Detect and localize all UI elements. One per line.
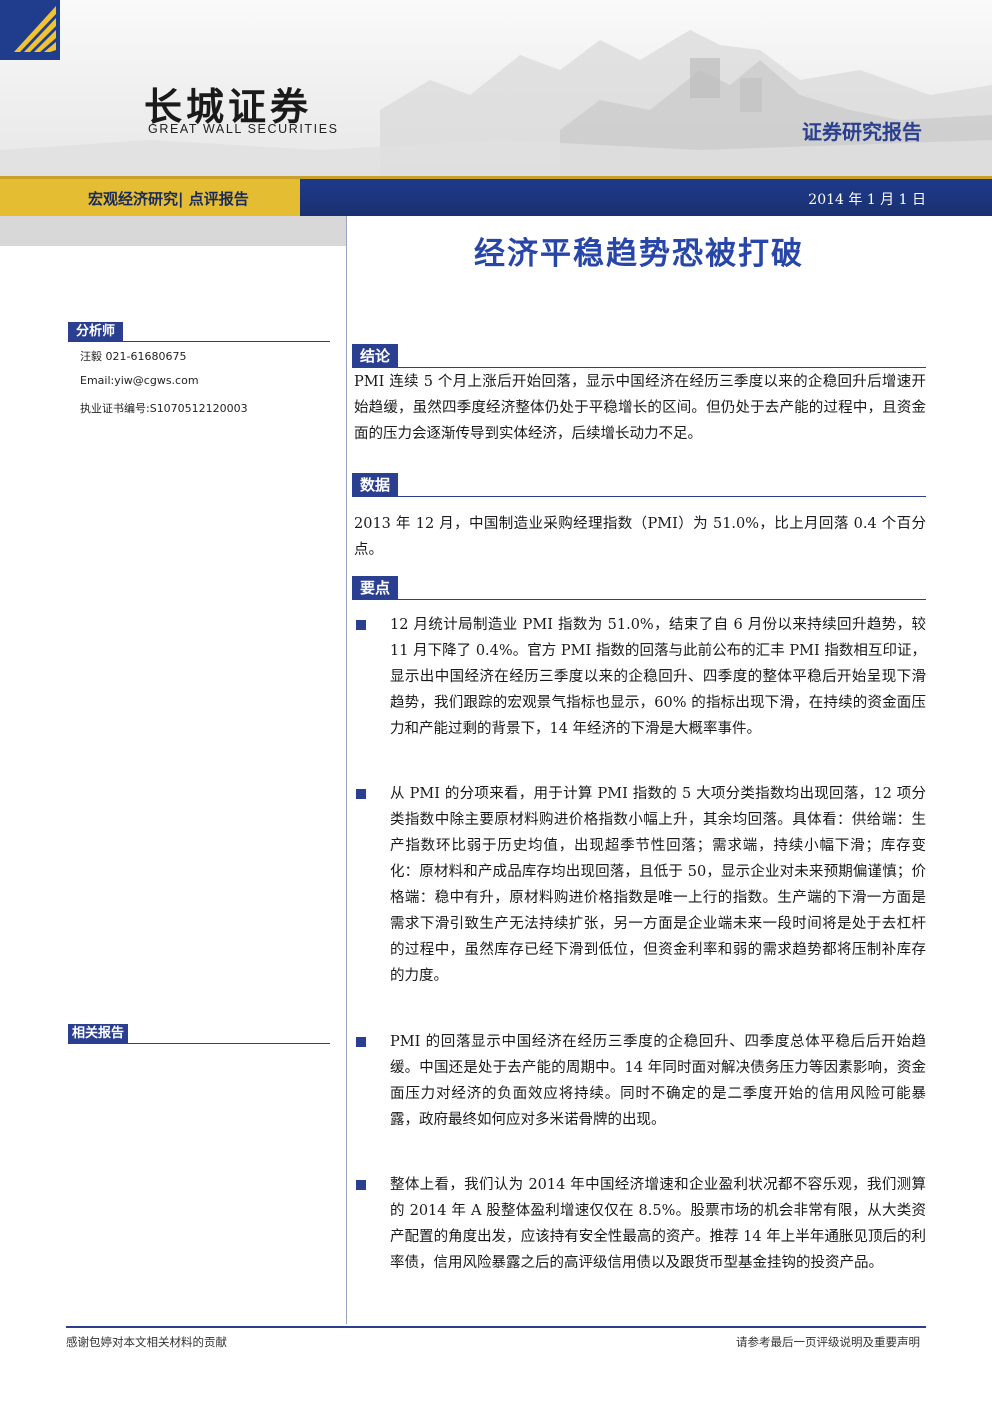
bullet-marker <box>356 789 366 799</box>
logo-chinese-name: 长城证券 <box>144 84 313 129</box>
sidebar-strip <box>0 216 346 246</box>
point-item-1: 12 月统计局制造业 PMI 指数为 51.0%，结束了自 6 月份以来持续回升… <box>390 617 926 737</box>
analyst-section-label: 分析师 <box>68 322 124 342</box>
analyst-section-rule <box>68 341 330 342</box>
footer-rule <box>66 1326 926 1328</box>
conclusion-section-header: 结论 <box>352 344 926 368</box>
points-section-header: 要点 <box>352 576 926 600</box>
great-wall-logo-icon <box>0 0 60 60</box>
analyst-email[interactable]: Email:yiw@cgws.com <box>80 374 199 387</box>
data-section-header: 数据 <box>352 473 926 497</box>
point-item-2: 从 PMI 的分项来看，用于计算 PMI 指数的 5 大项分类指数均出现回落，1… <box>390 786 926 984</box>
bullet-marker <box>356 1180 366 1190</box>
points-rule <box>352 599 926 600</box>
great-wall-watermark <box>0 30 992 176</box>
related-reports-label: 相关报告 <box>68 1024 129 1044</box>
conclusion-rule <box>352 367 926 368</box>
footer-acknowledgement: 感谢包婷对本文相关材料的贡献 <box>66 1335 227 1349</box>
data-text: 2013 年 12 月，中国制造业采购经理指数（PMI）为 51.0%，比上月回… <box>354 516 926 558</box>
category-highlight <box>0 179 300 216</box>
category-bar: 宏观经济研究| 点评报告 2014 年 1 月 1 日 <box>0 176 992 216</box>
bullet-marker <box>356 620 366 630</box>
points-label: 要点 <box>352 576 399 600</box>
point-item-3: PMI 的回落显示中国经济在经历三季度的企稳回升、四季度总体平稳后后开始趋缓。中… <box>390 1034 926 1128</box>
conclusion-label: 结论 <box>352 344 399 368</box>
footer-disclaimer-note: 请参考最后一页评级说明及重要声明 <box>736 1335 920 1349</box>
data-rule <box>352 496 926 497</box>
report-title: 经济平稳趋势恐被打破 <box>474 236 804 272</box>
report-type-label: 证券研究报告 <box>802 120 922 144</box>
report-category: 宏观经济研究| 点评报告 <box>88 190 249 208</box>
logo-english-name: GREAT WALL SECURITIES <box>148 122 339 136</box>
related-reports-rule <box>68 1043 330 1044</box>
point-item-4: 整体上看，我们认为 2014 年中国经济增速和企业盈利状况都不容乐观，我们测算的… <box>390 1177 926 1271</box>
data-label: 数据 <box>352 473 399 497</box>
conclusion-text: PMI 连续 5 个月上涨后开始回落，显示中国经济在经历三季度以来的企稳回升后增… <box>354 374 926 442</box>
report-date: 2014 年 1 月 1 日 <box>808 192 926 208</box>
header-banner: 长城证券 GREAT WALL SECURITIES 证券研究报告 <box>0 0 992 176</box>
column-divider <box>346 216 347 1324</box>
bullet-marker <box>356 1037 366 1047</box>
analyst-name-phone: 汪毅 021-61680675 <box>80 350 187 363</box>
analyst-license: 执业证书编号:S1070512120003 <box>80 402 248 415</box>
